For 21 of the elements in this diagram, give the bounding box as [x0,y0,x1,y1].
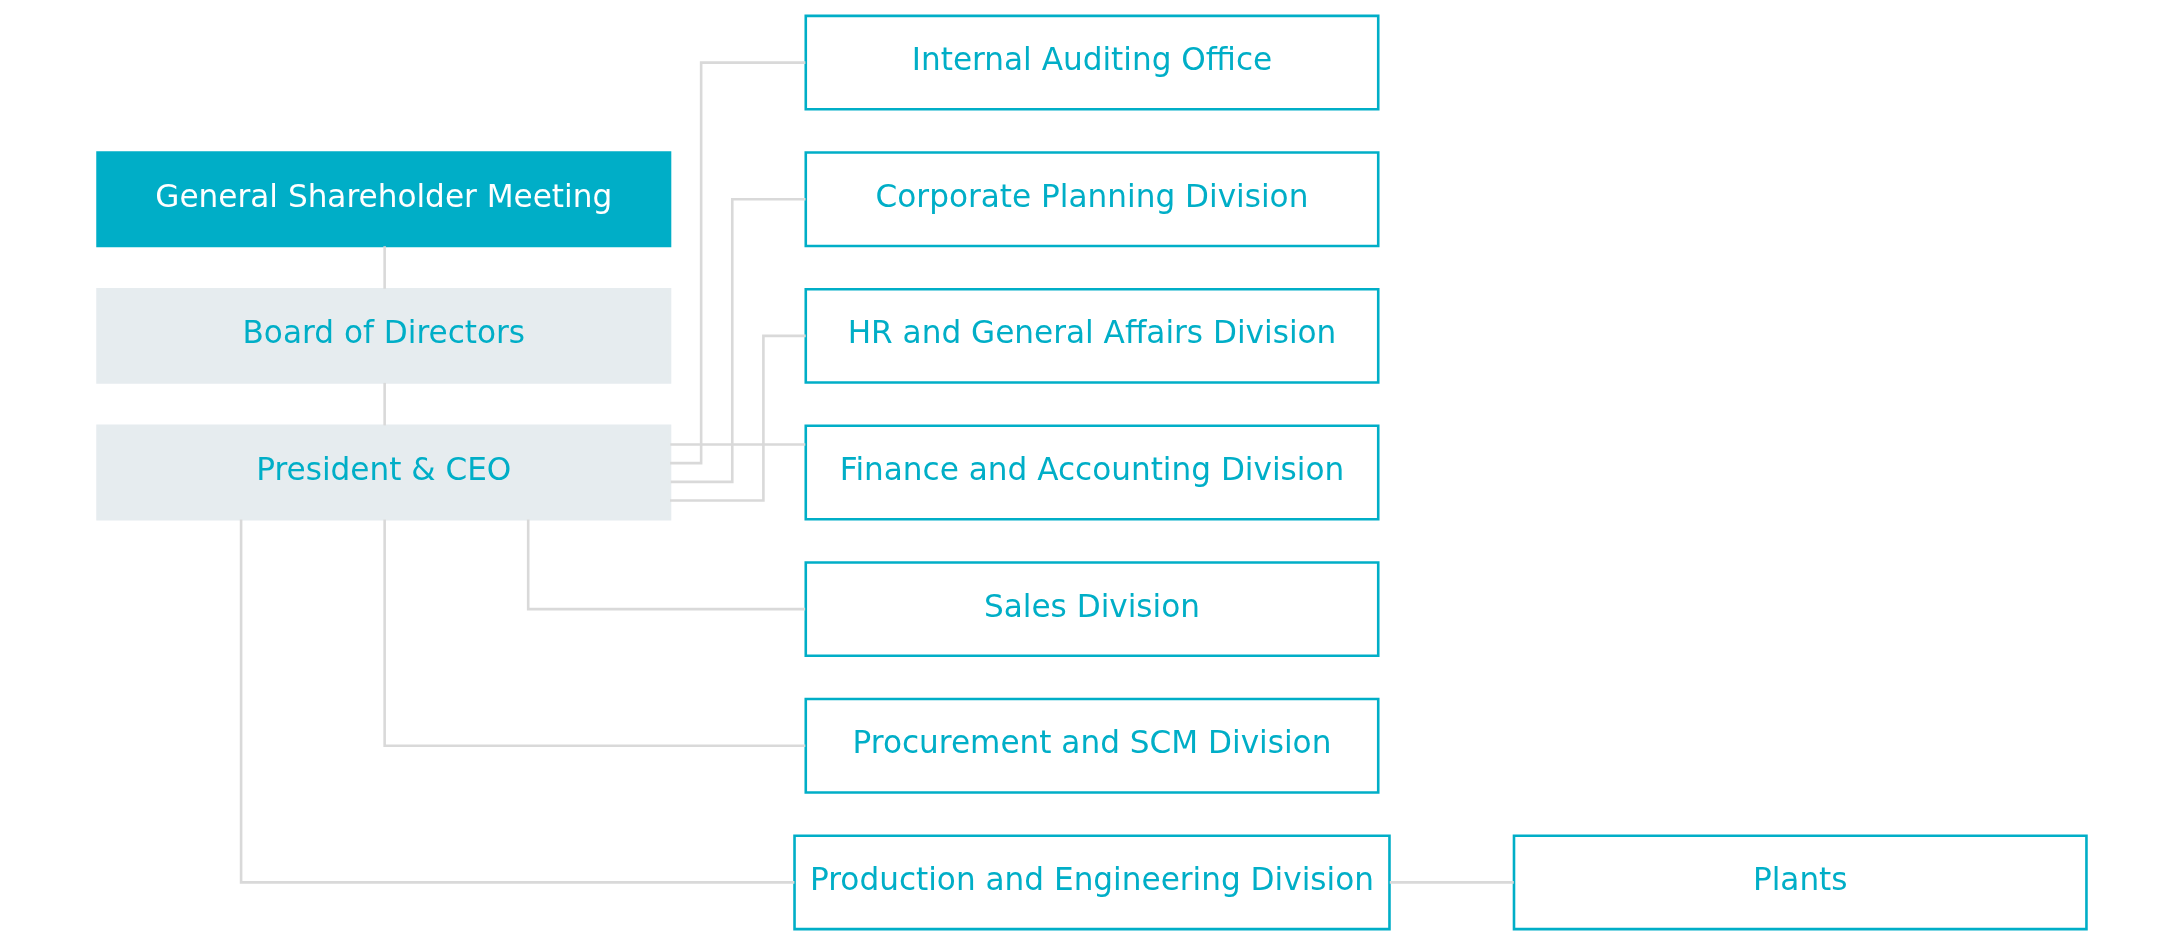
connector [670,197,806,483]
connector [526,519,806,610]
connector [383,245,386,289]
node-box: Finance and Accounting Division [804,424,1380,520]
node-box: Procurement and SCM Division [804,697,1380,794]
node-box: President & CEO [96,424,672,520]
connector [670,442,806,446]
node-box: Sales Division [804,560,1380,657]
connector [1389,880,1514,884]
connector [239,519,795,884]
node-box: HR and General Affairs Division [804,287,1380,384]
node-box: Production and Engineering Division [793,833,1391,930]
node-box: Plants [1512,833,2088,930]
connector [670,60,806,464]
node-box: Board of Directors [96,287,672,384]
node-box: General Shareholder Meeting [96,150,672,247]
connector [383,518,806,747]
connector [383,382,386,425]
node-box: Corporate Planning Division [804,150,1380,247]
connector [670,334,806,502]
node-box: Internal Auditing Office [804,14,1380,111]
